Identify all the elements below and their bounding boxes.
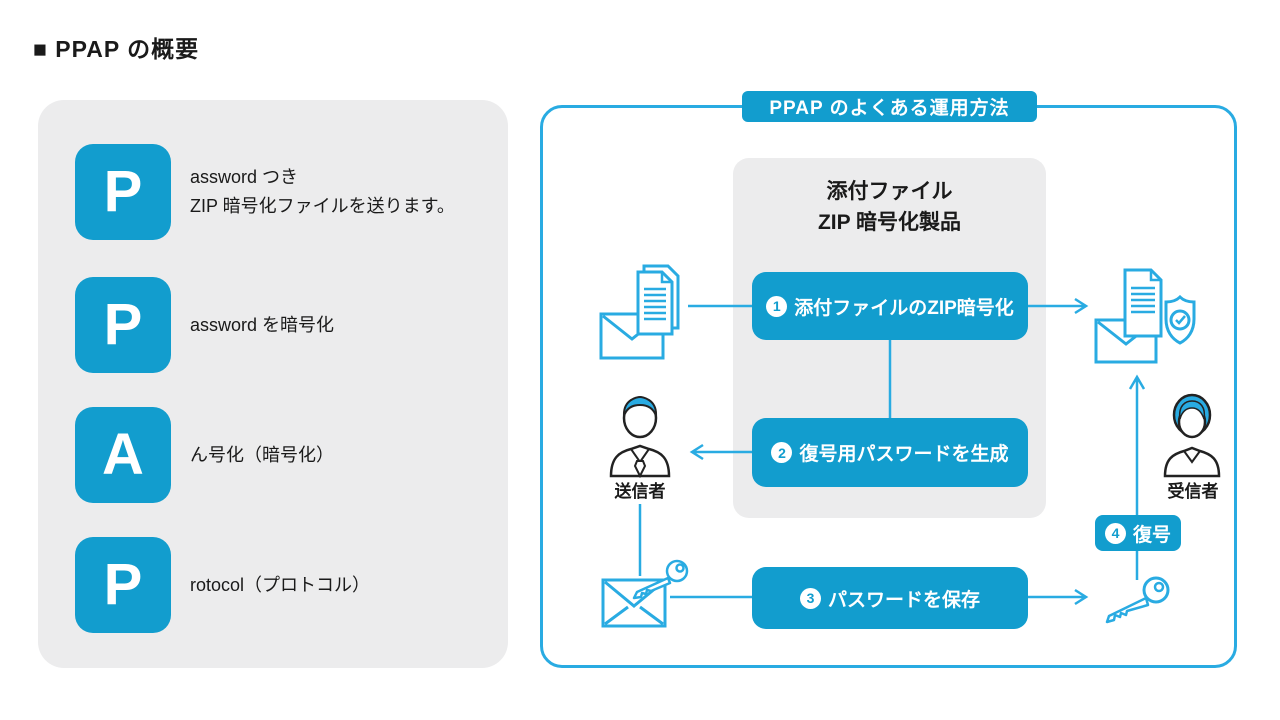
step2-button: 2 復号用パスワードを生成 xyxy=(752,418,1028,487)
step1-label: 添付ファイルのZIP暗号化 xyxy=(794,297,1014,319)
page-title: ■ PPAP の概要 xyxy=(33,36,200,62)
step1-number-icon: 1 xyxy=(766,295,788,317)
product-title-line: ZIP 暗号化製品 xyxy=(817,211,962,234)
mail-with-documents-icon xyxy=(599,264,680,360)
legend-item-text: rotocol（プロトコル） xyxy=(190,571,370,600)
legend-line: ん号化（暗号化） xyxy=(190,444,334,465)
legend-item-p2: P assword を暗号化 xyxy=(75,277,475,373)
legend-item-text: ん号化（暗号化） xyxy=(190,441,334,470)
step3-number-icon: 3 xyxy=(799,587,821,609)
person-sender-icon xyxy=(609,395,671,478)
legend-line: rotocol（プロトコル） xyxy=(190,574,371,595)
step4-badge: 4 復号 xyxy=(1095,515,1181,551)
step3-button: 3 パスワードを保存 xyxy=(752,567,1028,629)
mail-documents-shield-check-icon xyxy=(1094,268,1196,364)
product-title-line: 添付ファイル xyxy=(826,180,953,203)
step2-number-icon: 2 xyxy=(771,442,793,463)
legend-line: ZIP 暗号化ファイルを送ります。 xyxy=(190,196,455,216)
letter-p-tile: P xyxy=(75,537,171,633)
step4-label: 復号 xyxy=(1132,524,1171,546)
step4-number-icon: 4 xyxy=(1104,522,1126,544)
letter-p-tile: P xyxy=(75,277,171,373)
letter-p-tile: P xyxy=(75,144,171,240)
step1-button: 1 添付ファイルのZIP暗号化 xyxy=(752,272,1028,340)
legend-item-text: assword つき ZIP 暗号化ファイルを送ります。 xyxy=(190,163,455,221)
flow-panel-title-badge: PPAP のよくある運用方法 xyxy=(742,91,1037,122)
letter-a-tile: A xyxy=(75,407,171,503)
step3-label: パスワードを保存 xyxy=(827,589,980,611)
legend-line: assword つき xyxy=(190,167,299,187)
receiver-label: 受信者 xyxy=(1167,482,1219,501)
legend-item-text: assword を暗号化 xyxy=(190,311,334,340)
step2-label: 復号用パスワードを生成 xyxy=(799,444,1009,465)
mail-with-key-icon xyxy=(601,559,689,628)
ppap-legend-panel: P assword つき ZIP 暗号化ファイルを送ります。 P assword… xyxy=(38,100,508,668)
zip-product-title: 添付ファイル ZIP 暗号化製品 xyxy=(733,176,1046,238)
sender-label: 送信者 xyxy=(614,482,666,501)
legend-item-a: A ん号化（暗号化） xyxy=(75,407,475,503)
key-icon xyxy=(1105,576,1170,624)
legend-line: assword を暗号化 xyxy=(190,314,335,335)
legend-item-p1: P assword つき ZIP 暗号化ファイルを送ります。 xyxy=(75,144,475,240)
legend-item-p3: P rotocol（プロトコル） xyxy=(75,537,475,633)
person-receiver-icon xyxy=(1163,393,1221,478)
